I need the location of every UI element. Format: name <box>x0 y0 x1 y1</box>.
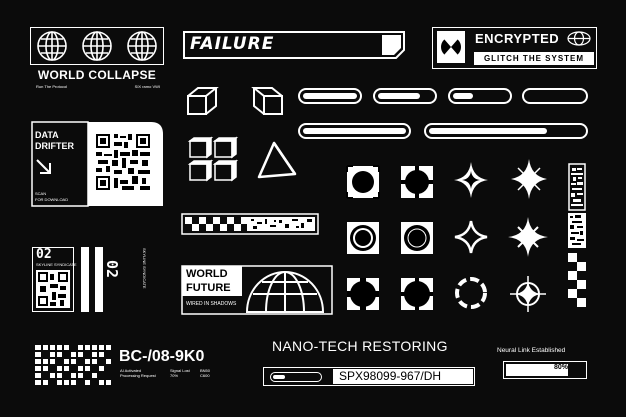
nano-tech-bar <box>263 367 475 386</box>
data-drifter-title-2: DRIFTER <box>35 141 74 151</box>
globe-icon <box>127 31 157 61</box>
neural-link-progress-text: 80% <box>553 364 568 371</box>
small-qr-code <box>36 270 70 308</box>
long-progress-pill <box>298 123 411 139</box>
world-future-title-box <box>182 266 242 296</box>
crosshair-square-icon <box>346 165 380 199</box>
globe-icon <box>37 31 67 61</box>
nano-tech-title: NANO-TECH RESTORING <box>272 338 448 354</box>
dashed-ring-icon <box>455 277 487 309</box>
globe-row <box>30 27 164 65</box>
arrow-down-right-icon <box>36 159 51 174</box>
split-circle-icon <box>401 278 433 310</box>
world-collapse-badge: WORLD COLLAPSE Run The Protocol SIX ramo… <box>30 27 164 92</box>
sparkle-bold-icon <box>508 217 548 257</box>
progress-pill <box>373 88 437 104</box>
progress-pill <box>298 88 362 104</box>
bc-code: BC-/08-9K0 <box>119 348 205 365</box>
bc-meta-1b: Processing Request <box>120 373 156 378</box>
neural-link-progress: 80% <box>503 361 587 379</box>
world-future-title-2: FUTURE <box>186 282 231 294</box>
bc-meta-3b: C600 <box>200 373 210 378</box>
long-progress-pill <box>424 123 588 139</box>
half-globe-icon <box>245 271 325 313</box>
circle-square-icon <box>401 222 433 254</box>
skyline-tag <box>32 247 74 312</box>
ring-square-icon <box>347 222 379 254</box>
notched-circle-icon <box>401 166 433 198</box>
encrypted-title: ENCRYPTED <box>475 31 560 46</box>
globe-icon <box>82 31 112 61</box>
pixel-glitch-block <box>35 345 111 385</box>
vertical-barcode-strip <box>568 163 586 307</box>
radiation-icon <box>437 31 465 63</box>
star-outline-icon <box>454 220 488 254</box>
world-future-frame <box>181 265 333 315</box>
skyline-tag-text: SKYLINE SYNDICATE <box>36 262 77 267</box>
isometric-cube-icon <box>251 87 283 115</box>
bc-meta-2a: Signal Lost <box>170 368 190 373</box>
nano-tech-code: SPX98099-967/DH <box>333 369 473 384</box>
target-star-icon <box>510 276 546 312</box>
skyline-tag-number: 02 <box>36 247 52 262</box>
skyline-tag-number-rotated: 02 <box>103 260 121 279</box>
sparkle-icon <box>511 159 547 199</box>
progress-pill <box>448 88 512 104</box>
encrypted-subtitle: GLITCH THE SYSTEM <box>474 52 594 65</box>
checker-barcode-bar <box>181 213 319 235</box>
bc-meta-1a: AI Activated <box>120 368 142 373</box>
neural-link-progress-fill <box>506 364 568 376</box>
bc-meta-3a: BN50 <box>200 368 211 373</box>
nano-tech-pill <box>270 372 322 382</box>
skyline-tag-text-rotated: SKYLINE SYNDICATE <box>142 248 147 289</box>
data-drifter-scan-1: SCAN <box>35 191 47 196</box>
data-drifter-scan-2: FOR DOWNLOAD <box>35 197 69 202</box>
world-collapse-sub-left: Run The Protocol <box>36 84 68 89</box>
world-collapse-title: WORLD COLLAPSE <box>37 68 157 82</box>
bc-meta-2b: 70% <box>170 373 179 378</box>
four-point-star-icon <box>454 162 488 198</box>
world-collapse-sub-right: SIX ramo VWI <box>134 84 160 89</box>
vertical-bar <box>81 247 89 312</box>
globe-small-icon <box>567 31 591 46</box>
encrypted-badge <box>432 27 597 69</box>
world-future-title-1: WORLD <box>186 268 228 280</box>
failure-frame <box>183 31 405 59</box>
failure-label: FAILURE <box>190 34 275 54</box>
pyramid-icon <box>257 141 297 179</box>
data-drifter-title-1: DATA <box>35 130 59 140</box>
neural-link-label: Neural Link Established <box>497 347 566 354</box>
world-future-sub: WIRED IN SHADOWS <box>186 301 237 307</box>
isometric-cube-icon <box>187 87 219 115</box>
corner-brackets-icon <box>347 278 379 310</box>
qr-code <box>94 132 152 192</box>
cube-grid-icon <box>187 136 239 182</box>
vertical-bar <box>95 247 103 312</box>
progress-pill <box>522 88 588 104</box>
